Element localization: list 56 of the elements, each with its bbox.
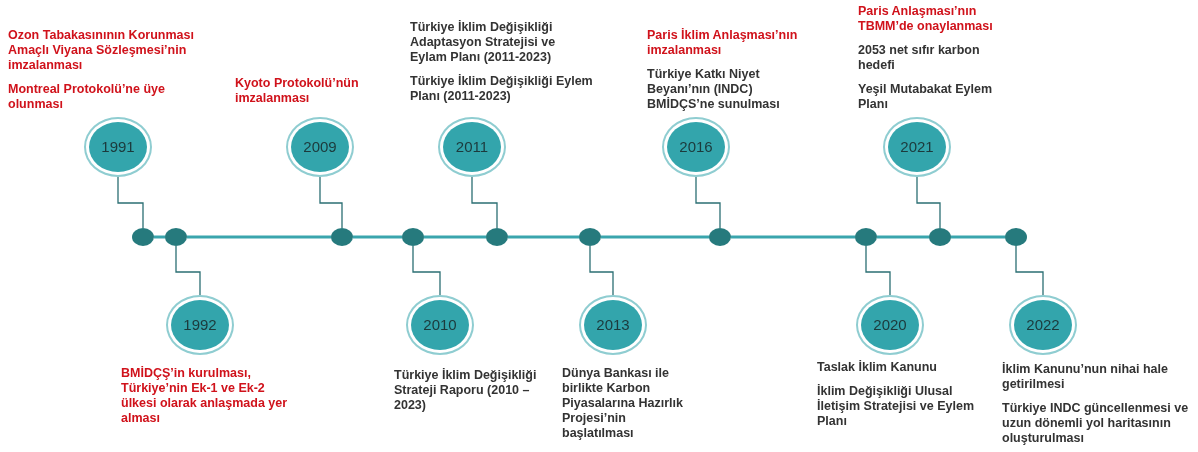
timeline-dot xyxy=(132,228,154,246)
event-text: Türkiye Katkı Niyet Beyanı’nın (INDC) BMİDÇS’ne sunulması xyxy=(647,67,781,112)
connector-line xyxy=(412,245,441,296)
timeline-dot xyxy=(165,228,187,246)
event-text: İklim Kanunu’nun nihai hale getirilmesi xyxy=(1002,362,1169,392)
event-text: Yeşil Mutabakat Eylem Planı xyxy=(858,82,994,112)
connector-line xyxy=(117,176,144,229)
timeline-dot xyxy=(579,228,601,246)
event-text: 2053 net sıfır karbon hedefi xyxy=(858,43,981,73)
connector-line xyxy=(916,176,941,229)
timeline-line xyxy=(187,235,331,239)
event-text: Montreal Protokolü’ne üye olunması xyxy=(8,82,166,112)
connector-line xyxy=(175,245,201,296)
year-label: 1992 xyxy=(183,314,217,335)
timeline-dot xyxy=(929,228,951,246)
connector-line xyxy=(865,245,891,296)
event-text: Taslak İklim Kanunu xyxy=(817,360,938,375)
timeline-dot xyxy=(855,228,877,246)
timeline-dot xyxy=(486,228,508,246)
event-text: Türkiye İklim Değişikliği Eylem Planı (2011-2023) xyxy=(410,74,594,104)
event-text: Paris İklim Anlaşması’nın imzalanması xyxy=(647,28,799,58)
year-label: 2013 xyxy=(596,314,630,335)
event-text: Türkiye İklim Değişikliği Adaptasyon Stratejisi ve Eylam Planı (2011-2023) xyxy=(410,20,557,65)
connector-line xyxy=(319,176,343,229)
connector-line xyxy=(695,176,721,229)
timeline-dot xyxy=(709,228,731,246)
connector-line xyxy=(471,176,498,229)
year-label: 2010 xyxy=(423,314,457,335)
timeline-dot xyxy=(331,228,353,246)
timeline-line xyxy=(353,235,402,239)
year-label: 2011 xyxy=(455,136,489,157)
connector-line xyxy=(1015,245,1044,296)
event-text: Dünya Bankası ile birlikte Karbon Piyasalarına Hazırlık Projesi’nin başlatılması xyxy=(562,366,684,441)
event-text: Paris Anlaşması’nın TBMM’de onaylanması xyxy=(858,4,994,34)
event-text: İklim Değişikliği Ulusal İletişim Stratejisi ve Eylem Planı xyxy=(817,384,976,429)
year-label: 2022 xyxy=(1026,314,1060,335)
timeline-line xyxy=(424,235,486,239)
timeline-line xyxy=(877,235,929,239)
event-text: Türkiye İklim Değişikliği Strateji Raporu (2010 – 2023) xyxy=(394,368,538,413)
event-text: Türkiye INDC güncellenmesi ve uzun dönemli yol haritasının oluşturulması xyxy=(1002,401,1190,446)
connector-line xyxy=(589,245,614,296)
timeline-dot xyxy=(1005,228,1027,246)
timeline-dot xyxy=(402,228,424,246)
event-text: BMİDÇŞ’in kurulması, Türkiye’nin Ek-1 ve Ek-2 ülkesi olarak anlaşmada yer alması xyxy=(121,366,289,426)
timeline-line xyxy=(508,235,579,239)
year-label: 2016 xyxy=(679,136,713,157)
timeline-line xyxy=(731,235,855,239)
year-label: 2020 xyxy=(873,314,907,335)
year-label: 2021 xyxy=(900,136,934,157)
timeline-line xyxy=(154,235,165,239)
event-text: Kyoto Protokolü’nün imzalanması xyxy=(235,76,360,106)
year-label: 2009 xyxy=(303,136,337,157)
event-text: Ozon Tabakasınının Korunması Amaçlı Viyana Sözleşmesi’nin imzalanması xyxy=(8,28,195,73)
year-label: 1991 xyxy=(101,136,135,157)
timeline-line xyxy=(951,235,1005,239)
timeline-line xyxy=(601,235,709,239)
